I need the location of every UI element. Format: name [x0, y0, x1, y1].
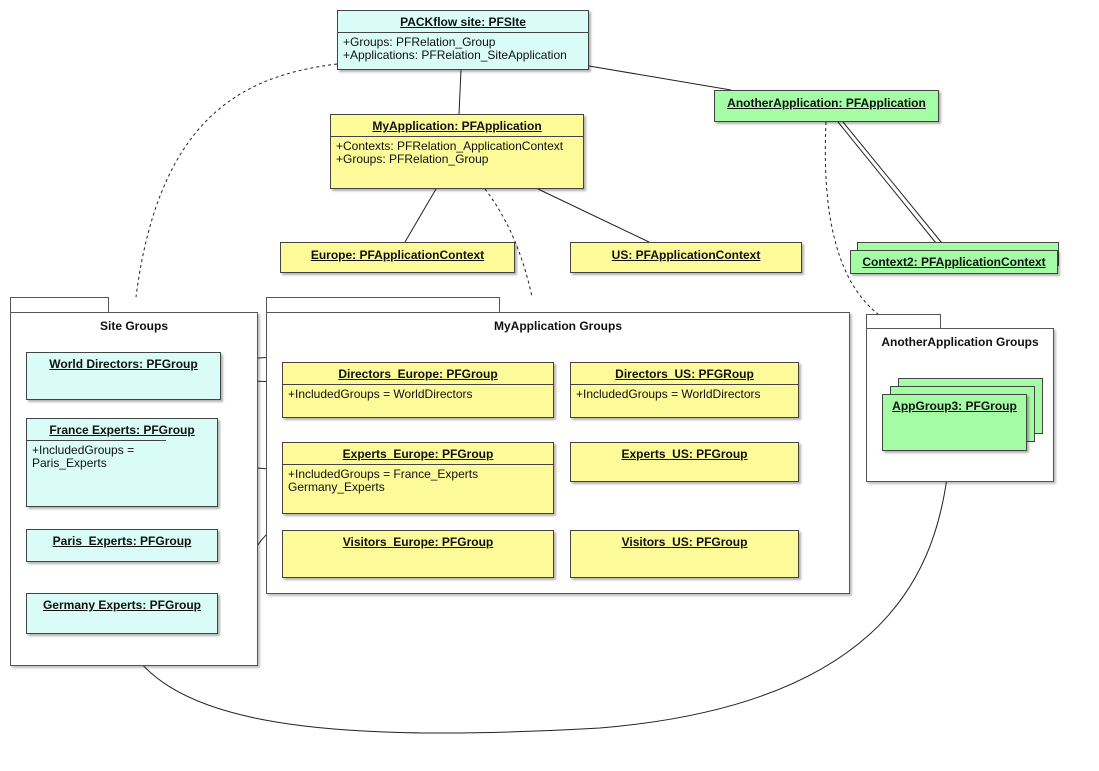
france-experts-attrs: +IncludedGroups = Paris_Experts [27, 440, 166, 472]
myapp-groups-package-tab [266, 297, 500, 313]
site-object-name: PACKflow site: PFSIte [400, 15, 526, 29]
world-directors-object[interactable]: World Directors: PFGroup [26, 352, 221, 400]
world-directors-name: World Directors: PFGroup [49, 357, 198, 371]
link-site-myapplication [458, 69, 462, 115]
context2-object[interactable]: Context2: PFApplicationContext [850, 250, 1058, 274]
site-groups-title: Site Groups [99, 319, 168, 333]
visitors-us-object[interactable]: Visitors_US: PFGroup [570, 530, 799, 578]
link-site-anotherapplication [588, 65, 732, 91]
appgroup3-object[interactable]: AppGroup3: PFGroup [882, 394, 1027, 451]
appgroup3-name: AppGroup3: PFGroup [892, 399, 1017, 413]
directors-europe-object[interactable]: Directors_Europe: PFGroup +IncludedGroup… [282, 362, 554, 418]
experts-europe-attr: +IncludedGroups = France_Experts [288, 467, 479, 481]
myapp-groups-title: MyApplication Groups [493, 319, 622, 333]
paris-experts-object[interactable]: Paris_Experts: PFGroup [26, 529, 218, 562]
myapplication-object[interactable]: MyApplication: PFApplication +Contexts: … [330, 114, 584, 189]
directors-us-attrs: +IncludedGroups = WorldDirectors [571, 384, 798, 403]
visitors-us-name: Visitors_US: PFGroup [621, 535, 748, 549]
link-another-context2-b [842, 121, 947, 249]
site-object-attr: +Groups: PFRelation_Group [343, 35, 496, 49]
myapplication-attrs: +Contexts: PFRelation_ApplicationContext… [331, 136, 583, 168]
context-europe[interactable]: Europe: PFApplicationContext [280, 242, 515, 273]
france-experts-attr: +IncludedGroups = Paris_Experts [32, 443, 135, 470]
site-object-attrs: +Groups: PFRelation_Group +Applications:… [338, 32, 588, 64]
site-object[interactable]: PACKflow site: PFSIte +Groups: PFRelatio… [337, 10, 589, 70]
another-groups-title: AnotherApplication Groups [881, 335, 1039, 349]
germany-experts-name: Germany Experts: PFGroup [42, 598, 202, 612]
visitors-europe-name: Visitors_Europe: PFGroup [342, 535, 494, 549]
anotherapplication-name: AnotherApplication: PFApplication [727, 96, 926, 110]
another-groups-package-tab [866, 314, 941, 329]
experts-us-object[interactable]: Experts_US: PFGroup [570, 442, 799, 482]
france-experts-name: France Experts: PFGroup [49, 423, 195, 437]
context-us[interactable]: US: PFApplicationContext [570, 242, 802, 273]
experts-us-name: Experts_US: PFGroup [621, 447, 748, 461]
site-object-attr: +Applications: PFRelation_SiteApplicatio… [343, 48, 567, 62]
experts-europe-name: Experts_Europe: PFGroup [342, 447, 494, 461]
link-another-context2-a [837, 121, 941, 249]
visitors-europe-object[interactable]: Visitors_Europe: PFGroup [282, 530, 554, 578]
france-experts-object[interactable]: France Experts: PFGroup +IncludedGroups … [26, 418, 218, 507]
directors-us-name: Directors_US: PFGRoup [615, 367, 754, 381]
context2-name: Context2: PFApplicationContext [862, 255, 1046, 269]
experts-europe-attrs: +IncludedGroups = France_Experts Germany… [283, 464, 553, 496]
link-myapp-europe [404, 188, 437, 243]
germany-experts-object[interactable]: Germany Experts: PFGroup [26, 593, 218, 634]
directors-us-object[interactable]: Directors_US: PFGRoup +IncludedGroups = … [570, 362, 799, 418]
directors-europe-attrs: +IncludedGroups = WorldDirectors [283, 384, 553, 403]
myapplication-name: MyApplication: PFApplication [372, 119, 542, 133]
link-another-groups [824, 121, 879, 315]
experts-europe-attr: Germany_Experts [288, 480, 385, 494]
site-groups-package-tab [10, 297, 109, 313]
myapplication-attr: +Groups: PFRelation_Group [336, 152, 489, 166]
directors-us-attr: +IncludedGroups = WorldDirectors [576, 387, 761, 401]
experts-europe-object[interactable]: Experts_Europe: PFGroup +IncludedGroups … [282, 442, 554, 514]
anotherapplication-object[interactable]: AnotherApplication: PFApplication [714, 90, 939, 122]
myapplication-attr: +Contexts: PFRelation_ApplicationContext [336, 139, 564, 153]
directors-europe-attr: +IncludedGroups = WorldDirectors [288, 387, 473, 401]
paris-experts-name: Paris_Experts: PFGroup [52, 534, 192, 548]
directors-europe-name: Directors_Europe: PFGroup [338, 367, 498, 381]
link-myapp-us [537, 188, 650, 243]
context-us-name: US: PFApplicationContext [611, 248, 761, 262]
context-europe-name: Europe: PFApplicationContext [310, 248, 485, 262]
